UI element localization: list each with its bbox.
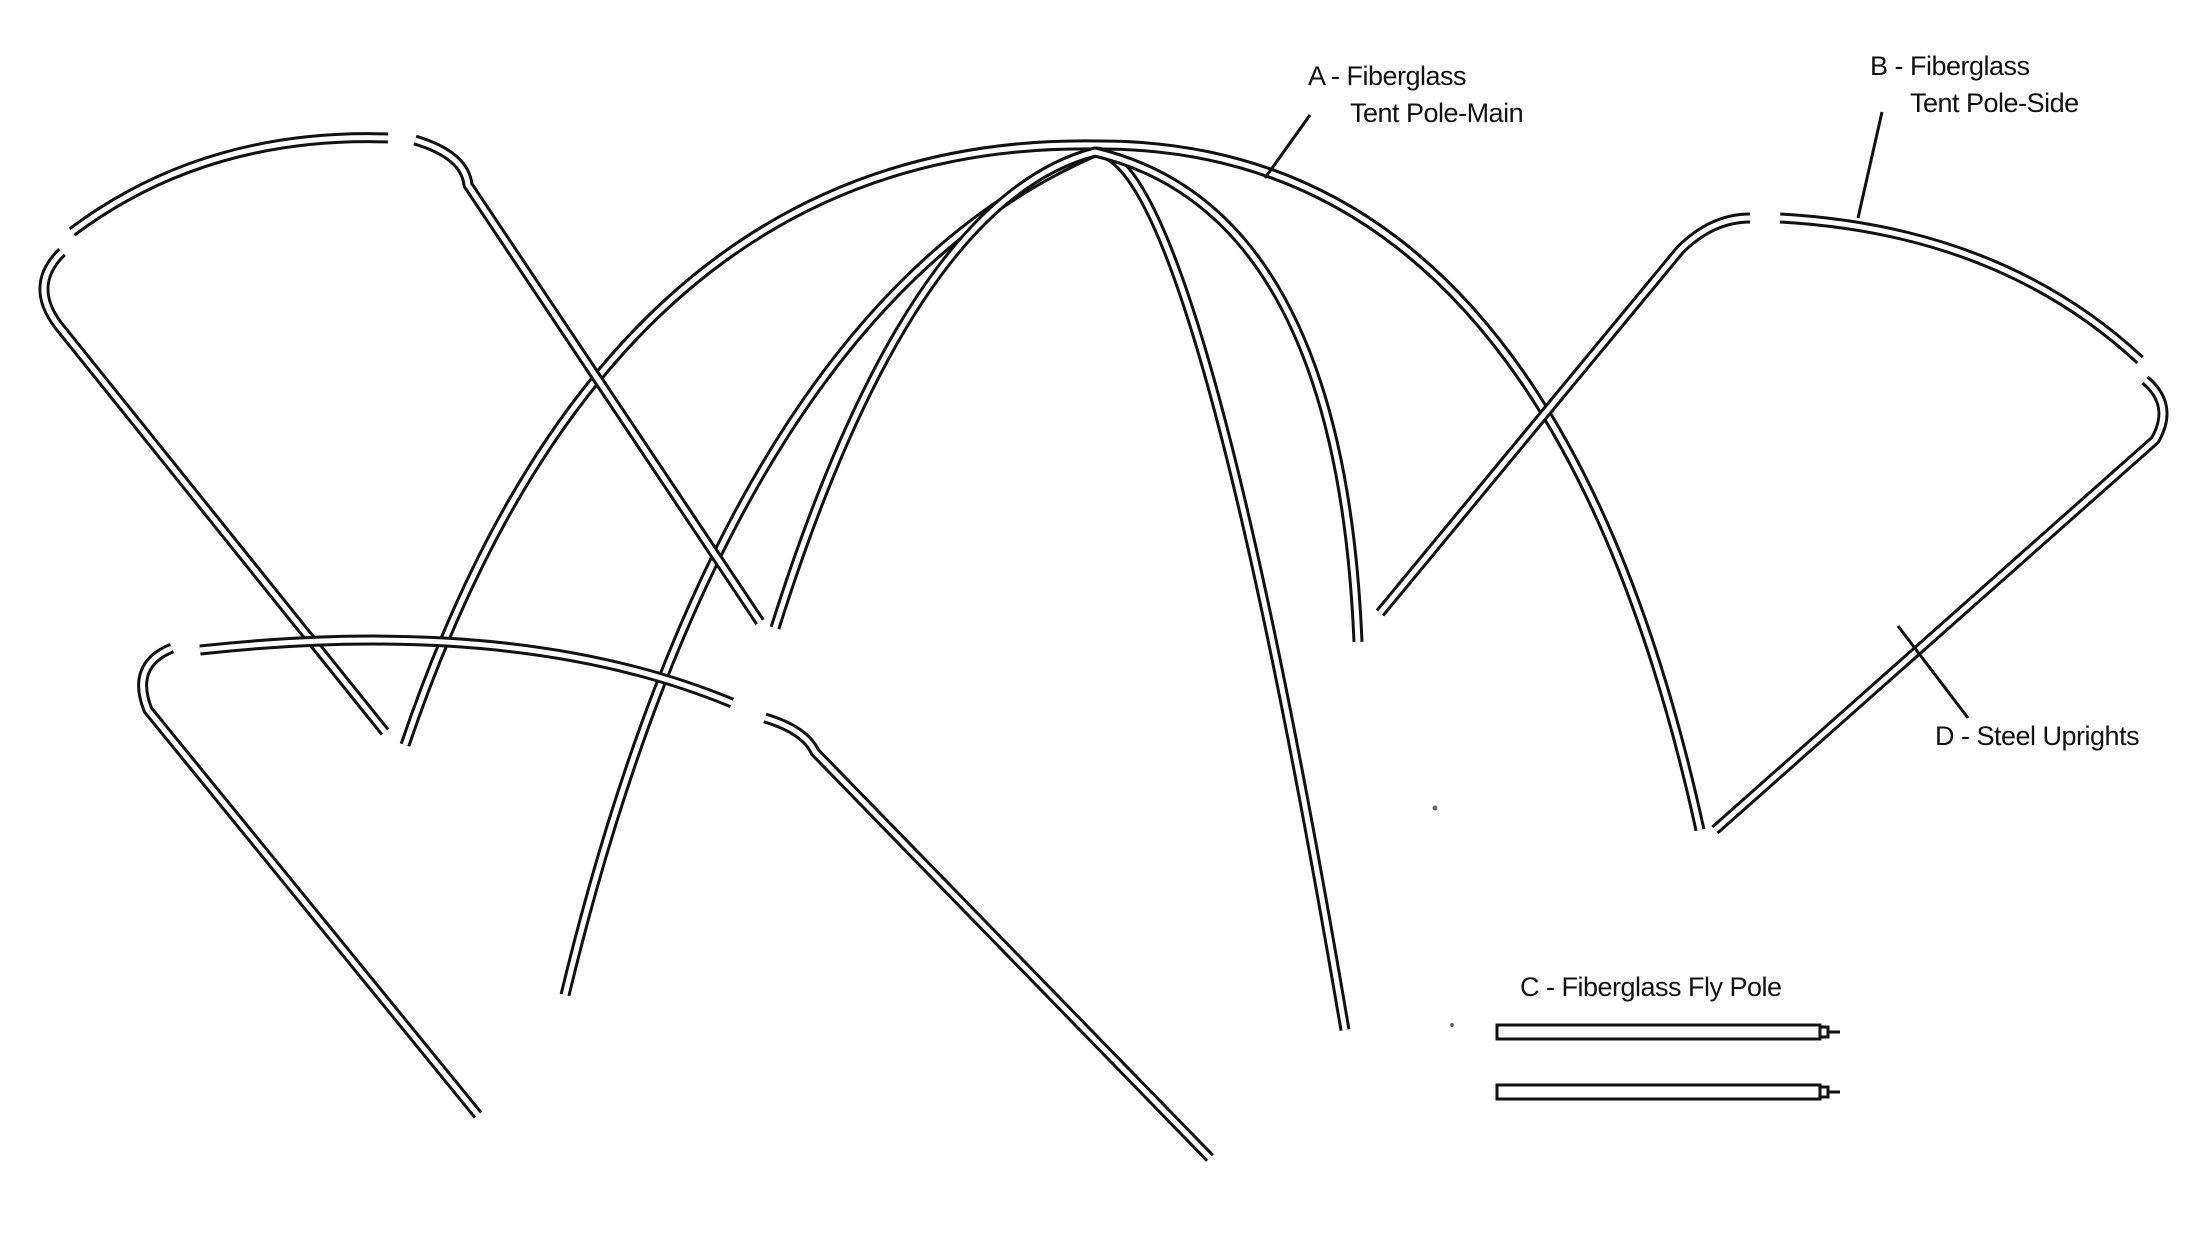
- main-pole-arch-outer: [399, 139, 1706, 832]
- scan-speck: [1432, 805, 1438, 811]
- label-b-line1: B - Fiberglass: [1870, 51, 2030, 81]
- fly-pole-upper: [1495, 1023, 1840, 1041]
- leader-line-d: [1896, 625, 1970, 719]
- label-d: D - Steel Uprights: [1935, 721, 2139, 751]
- fiberglass-side-pole-left-rear: [68, 132, 389, 237]
- fiberglass-side-pole-left-front: [199, 634, 735, 709]
- label-c: C - Fiberglass Fly Pole: [1520, 972, 1782, 1002]
- leader-line-a: [1263, 114, 1312, 179]
- steel-upright-left-front-bend: [137, 642, 483, 1119]
- fiberglass-side-pole-right: [1779, 212, 2144, 365]
- steel-upright-left-front-top: [763, 712, 1214, 1162]
- leader-line-b: [1856, 111, 1884, 219]
- steel-upright-right-top: [1375, 212, 1751, 617]
- scan-speck: [1450, 1023, 1454, 1027]
- label-b-line2: Tent Pole-Side: [1910, 88, 2079, 118]
- main-pole-arch-mid: [769, 146, 1364, 643]
- label-a-line2: Tent Pole-Main: [1350, 98, 1523, 128]
- label-a-line1: A - Fiberglass: [1308, 61, 1466, 91]
- fly-pole-lower: [1495, 1083, 1840, 1101]
- steel-upright-left-rear-bend: [38, 248, 390, 736]
- steel-upright-right-bend: [1711, 375, 2169, 835]
- steel-upright-left-rear-top: [413, 134, 765, 626]
